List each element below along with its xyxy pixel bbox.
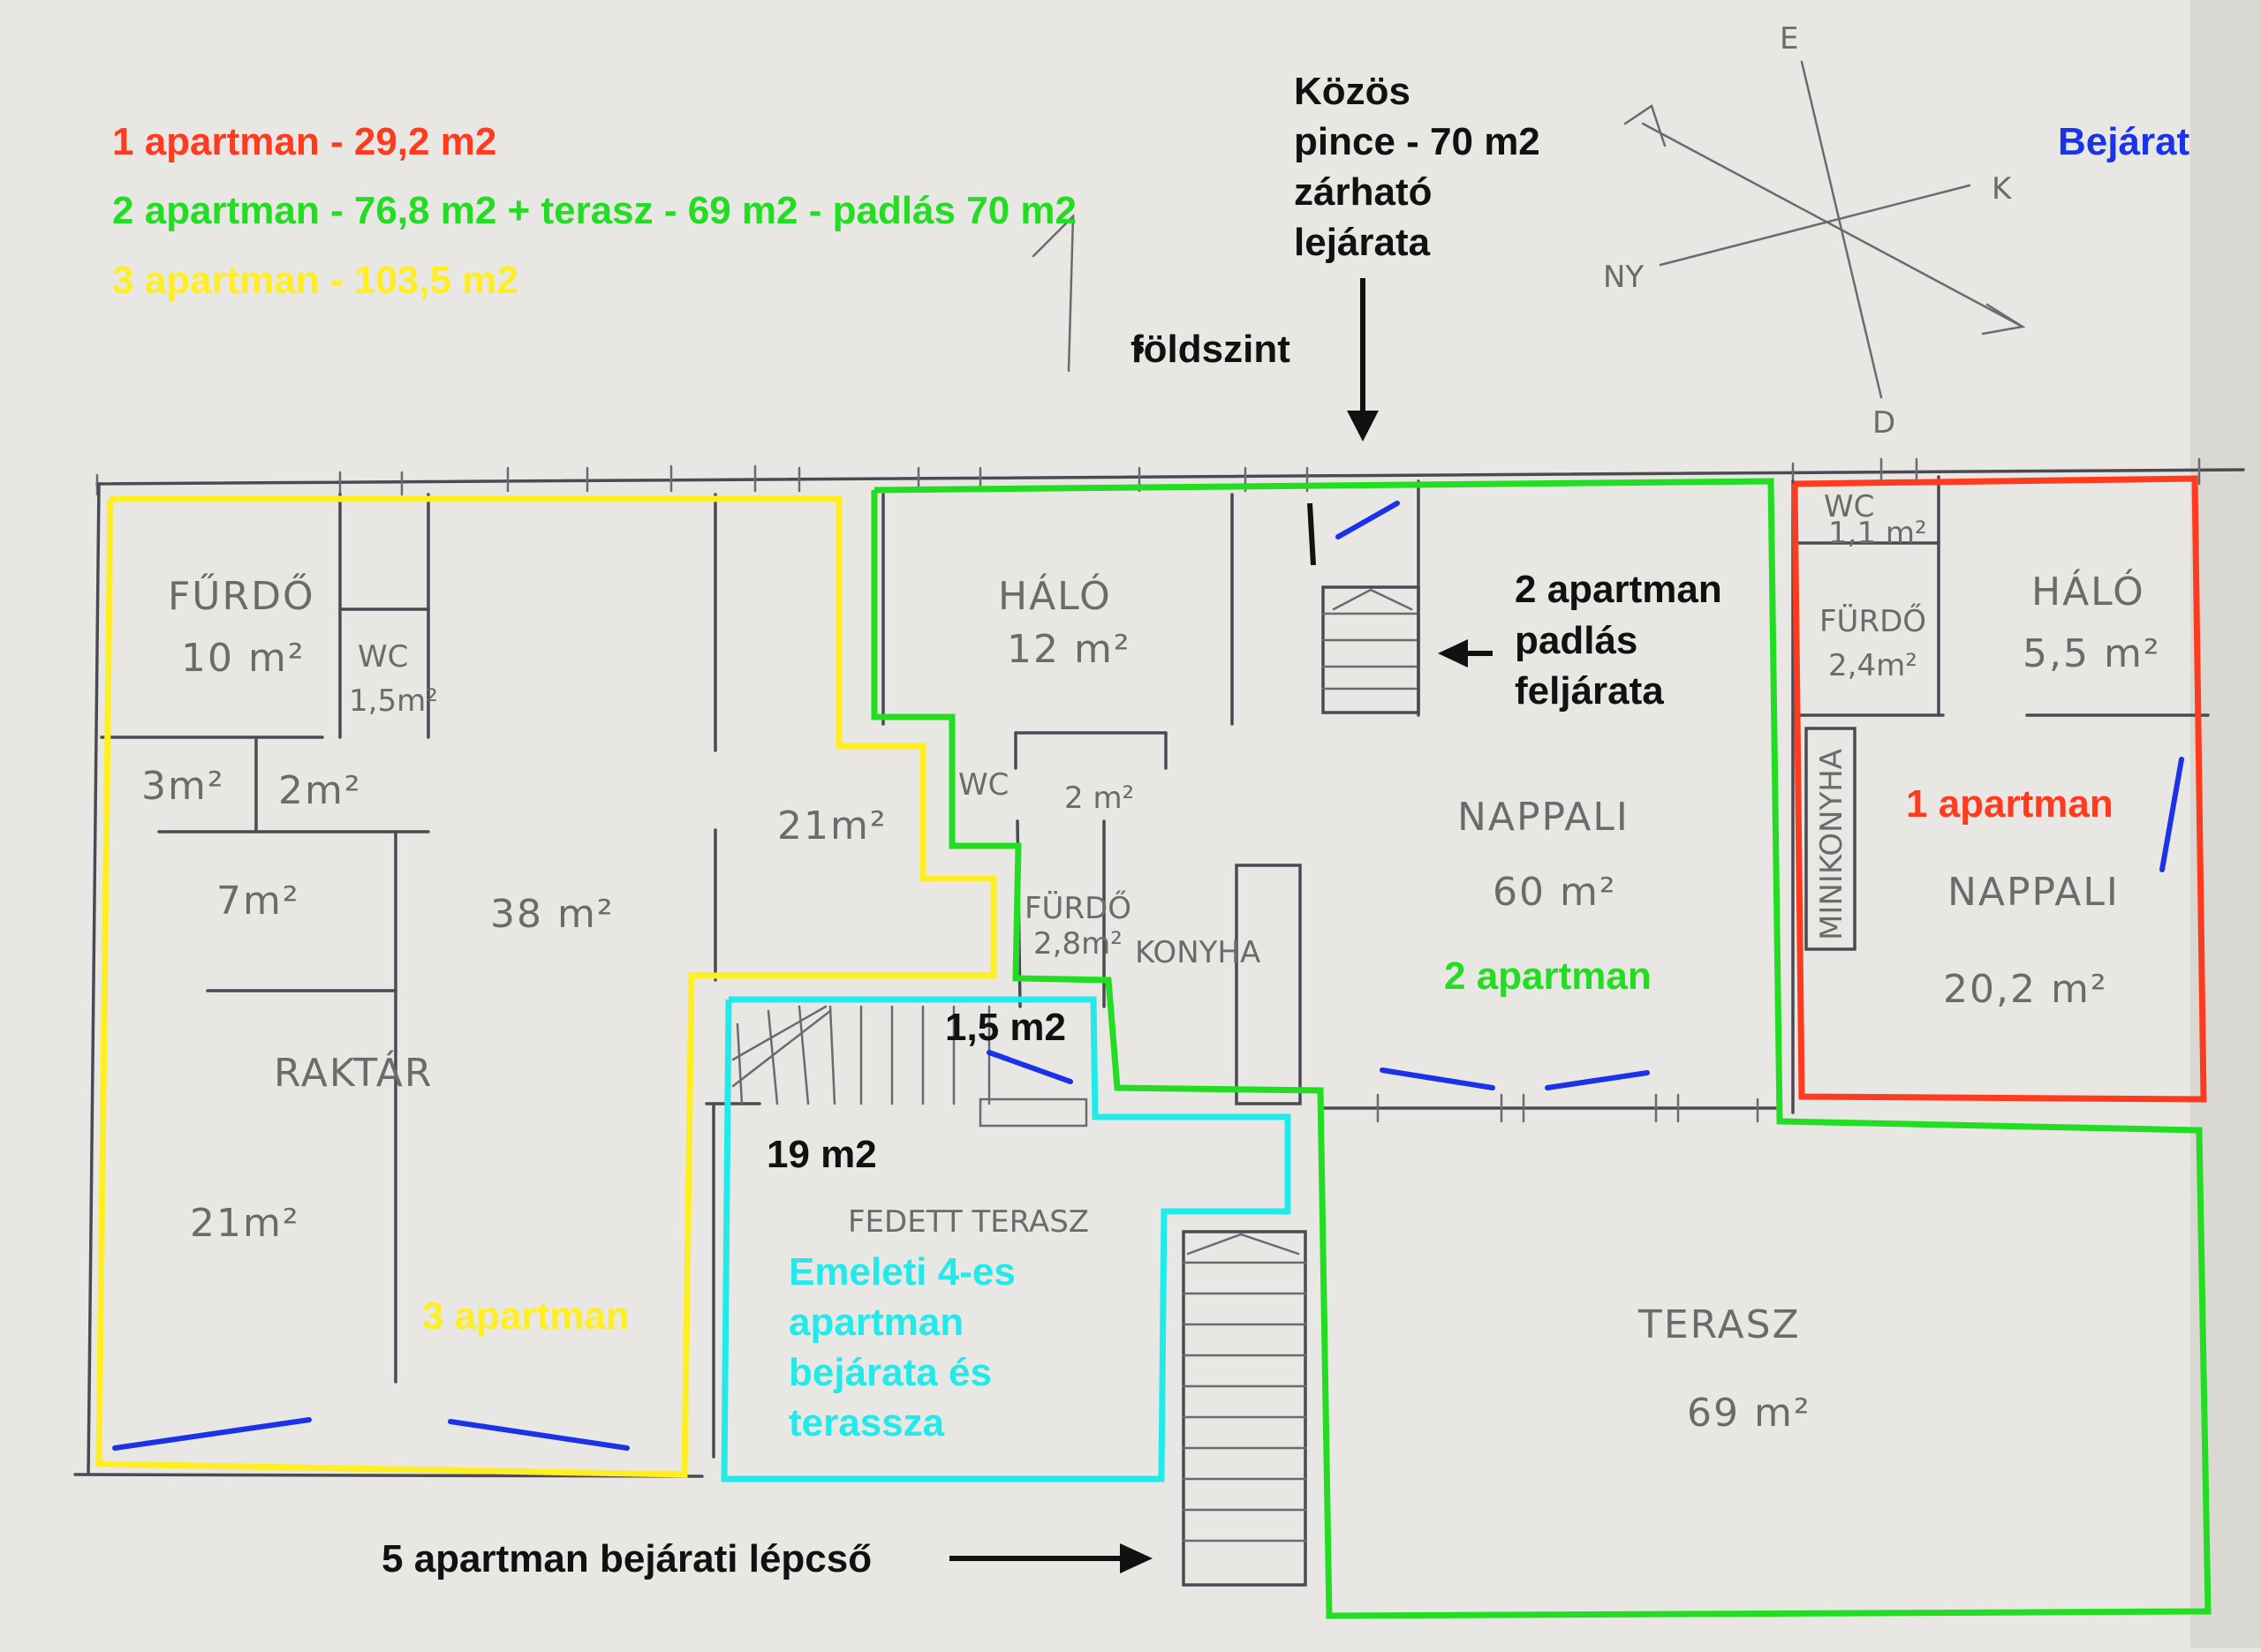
- room-wc-left: WC: [358, 639, 408, 675]
- room-raktar-area: 21m²: [190, 1201, 300, 1246]
- apt4-note-line3: bejárata és: [789, 1351, 992, 1394]
- apt2-outline: [871, 478, 2212, 1619]
- room-nappali-right: NAPPALI: [1947, 870, 2120, 915]
- entrance-marker-apt3-left: [112, 1417, 312, 1451]
- room-labels: FŰRDŐ 10 m² WC 1,5m² 3m² 2m² 7m² 38 m² 2…: [141, 489, 2160, 1436]
- entrance-markers: [112, 501, 2184, 1451]
- room-wc-right: WC: [1824, 489, 1874, 524]
- room-furdo-mid-area: 2,8m²: [1033, 926, 1123, 962]
- legend-apt1: 1 apartman - 29,2 m2: [112, 120, 496, 163]
- room-fedett-terasz: FEDETT TERASZ: [848, 1204, 1089, 1240]
- room-nappali-mid: NAPPALI: [1457, 795, 1630, 840]
- room-wc-mid: WC: [958, 767, 1009, 803]
- entrance-marker-apt2-terrace-left: [1380, 1067, 1495, 1090]
- room-halo-mid: HÁLÓ: [998, 572, 1112, 619]
- room-furdo-right-area: 2,4m²: [1828, 648, 1917, 683]
- apt4-note-line2: apartman: [789, 1301, 964, 1344]
- attic-note-line1: 2 apartman: [1515, 568, 1722, 611]
- legend-apt3: 3 apartman - 103,5 m2: [112, 259, 518, 302]
- room-minikonyha: MINIKONYHA: [1814, 749, 1849, 940]
- inner-stair: [731, 1005, 1088, 1128]
- compass-east-label: K: [1992, 171, 2013, 207]
- compass-north-label: E: [1780, 21, 1798, 57]
- apt4-note-line4: terassza: [789, 1401, 945, 1445]
- apt3-label: 3 apartman: [422, 1294, 630, 1338]
- room-3m2: 3m²: [141, 764, 225, 809]
- room-wc-left-area: 1,5m²: [349, 683, 438, 719]
- legend-entrance: Bejárat: [2058, 120, 2190, 163]
- stairs-arrow-head: [1120, 1543, 1153, 1573]
- cellar-note-line2: pince - 70 m2: [1294, 120, 1540, 163]
- stairs-note: 5 apartman bejárati lépcső: [382, 1537, 872, 1580]
- area-small-label: 1,5 m2: [945, 1006, 1066, 1049]
- attic-note-line2: padlás: [1515, 619, 1637, 662]
- room-38m2: 38 m²: [490, 892, 614, 937]
- handwritten-page-mark: [1032, 213, 1075, 373]
- annotation-arrows: [949, 278, 1493, 1573]
- annotations: 1 apartman - 29,2 m2 2 apartman - 76,8 m…: [112, 70, 2190, 1580]
- compass-south-label: D: [1872, 405, 1895, 441]
- entrance-marker-apt2-cellar: [1335, 501, 1400, 539]
- entrance-stair: [1182, 1230, 1307, 1587]
- room-halo-right: HÁLÓ: [2031, 568, 2145, 615]
- cellar-arrow-head: [1347, 411, 1379, 441]
- cellar-note-line1: Közös: [1294, 70, 1410, 113]
- room-furdo-right: FÜRDŐ: [1819, 603, 1926, 639]
- apt1-label: 1 apartman: [1906, 782, 2114, 826]
- entrance-marker-apt4: [987, 1050, 1073, 1084]
- room-furdo-mid: FÜRDŐ: [1025, 890, 1131, 926]
- room-nappali-mid-area: 60 m²: [1493, 870, 1616, 915]
- room-2m2: 2m²: [278, 768, 362, 813]
- room-halo-right-area: 5,5 m²: [2023, 631, 2160, 676]
- apt1-outline: [1791, 475, 2207, 1103]
- apt4-outline: [721, 996, 1291, 1482]
- entrance-marker-apt2-terrace-right: [1545, 1070, 1650, 1090]
- room-konyha: KONYHA: [1135, 935, 1260, 970]
- attic-arrow-head: [1438, 639, 1468, 668]
- apt2-label: 2 apartman: [1444, 954, 1652, 998]
- room-furdo-left: FŰRDŐ: [168, 572, 315, 619]
- legend-apt2: 2 apartman - 76,8 m2 + terasz - 69 m2 - …: [112, 189, 1077, 232]
- room-21m2-upper: 21m²: [777, 803, 888, 849]
- entrance-marker-apt1: [2159, 757, 2184, 872]
- cellar-door-mark: [1307, 502, 1316, 566]
- cellar-note-line4: lejárata: [1294, 221, 1431, 264]
- apt4-note-line1: Emeleti 4-es: [789, 1250, 1016, 1294]
- room-furdo-left-area: 10 m²: [181, 636, 305, 681]
- apartment-outlines: [95, 475, 2212, 1619]
- compass-west-label: NY: [1603, 260, 1644, 295]
- room-terasz-area: 69 m²: [1687, 1391, 1811, 1436]
- cellar-note-line3: zárható: [1294, 170, 1432, 214]
- area-covered-label: 19 m2: [767, 1133, 877, 1176]
- apt3-outline: [95, 495, 997, 1478]
- compass-rose: E K NY D: [1603, 21, 2026, 441]
- room-halo-mid-area: 12 m²: [1007, 627, 1130, 672]
- attic-note-line3: feljárata: [1515, 669, 1664, 713]
- room-terasz: TERASZ: [1637, 1302, 1801, 1347]
- entrance-marker-apt3-right: [448, 1419, 630, 1451]
- room-nappali-right-area: 20,2 m²: [1943, 967, 2107, 1012]
- room-raktar: RAKTÁR: [274, 1049, 433, 1096]
- floor-label: földszint: [1130, 328, 1290, 371]
- room-wc-mid-area: 2 m²: [1064, 781, 1134, 816]
- room-7m2: 7m²: [216, 879, 300, 924]
- floor-label-bullet: [1135, 345, 1144, 354]
- room-wc-right-area: 1,1 m²: [1828, 516, 1927, 551]
